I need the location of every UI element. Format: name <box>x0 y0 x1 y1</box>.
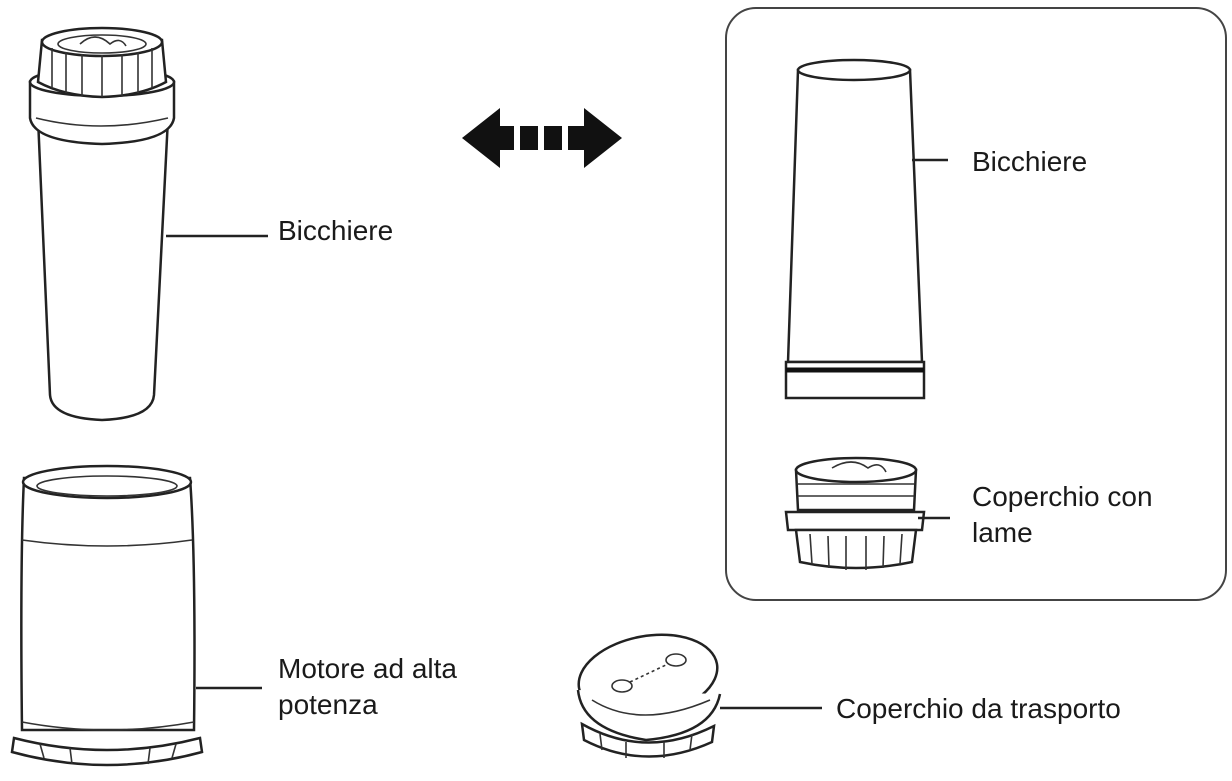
label-motor-line1: Motore ad alta <box>278 653 457 684</box>
label-blade-lid-line2: lame <box>972 517 1033 548</box>
label-cup-right: Bicchiere <box>972 146 1088 177</box>
blade-lid-illustration <box>784 456 926 570</box>
cup-illustration <box>784 58 926 400</box>
assembled-cup-illustration <box>28 26 176 422</box>
double-arrow-icon <box>462 108 622 168</box>
parts-frame <box>725 7 1227 601</box>
label-blade-lid-line1: Coperchio con <box>972 481 1153 512</box>
label-cup-left: Bicchiere <box>278 215 394 246</box>
motor-base-illustration <box>10 464 204 767</box>
travel-lid-illustration <box>576 633 722 758</box>
label-travel-lid: Coperchio da trasporto <box>836 693 1121 724</box>
label-motor-line2: potenza <box>278 689 378 720</box>
